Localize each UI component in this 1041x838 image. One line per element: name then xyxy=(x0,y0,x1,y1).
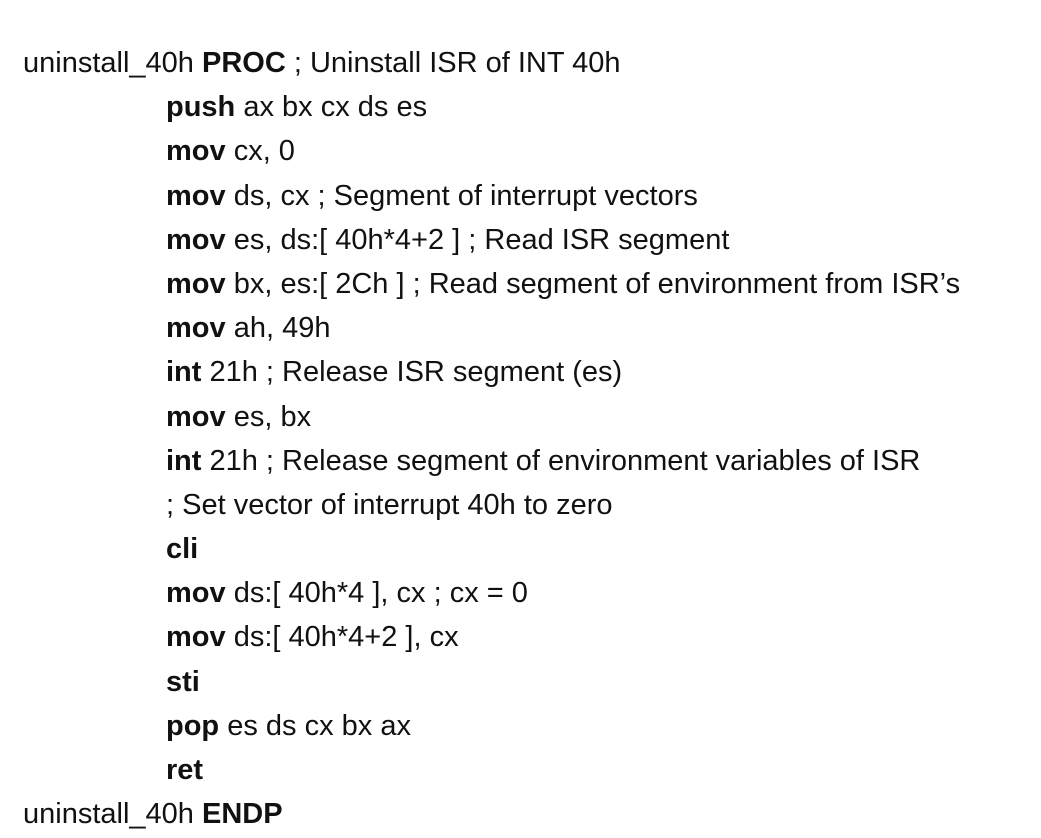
code-text: cx, 0 xyxy=(225,135,295,168)
code-listing: uninstall_40h PROC ; Uninstall ISR of IN… xyxy=(23,41,960,836)
code-text: ; Uninstall ISR of INT 40h xyxy=(285,47,621,79)
code-line: mov ds:[ 40h*4+2 ], cx xyxy=(23,615,960,659)
code-line: cli xyxy=(23,527,960,571)
code-text: 21h ; Release ISR segment (es) xyxy=(201,356,623,389)
code-keyword: ENDP xyxy=(201,798,283,831)
code-text: ax bx cx ds es xyxy=(235,91,428,124)
code-text: bx, es:[ 2Ch ] ; Read segment of environ… xyxy=(225,267,961,300)
code-keyword: mov xyxy=(166,312,226,345)
code-keyword: ret xyxy=(166,754,204,786)
code-keyword: PROC xyxy=(201,47,286,79)
code-line: push ax bx cx ds es xyxy=(23,85,960,129)
code-label: uninstall_40h xyxy=(23,798,202,831)
code-text: es ds cx bx ax xyxy=(219,709,411,742)
code-keyword: mov xyxy=(166,179,226,212)
code-line: mov ds:[ 40h*4 ], cx ; cx = 0 xyxy=(23,571,960,615)
code-keyword: mov xyxy=(166,135,226,168)
code-keyword: mov xyxy=(166,621,226,654)
code-keyword: mov xyxy=(166,577,226,610)
code-line: ; Set vector of interrupt 40h to zero xyxy=(23,483,960,527)
code-line: sti xyxy=(23,660,960,704)
code-keyword: mov xyxy=(166,223,226,256)
code-keyword: mov xyxy=(166,400,226,433)
code-keyword: int xyxy=(166,444,202,477)
code-text: ; Set vector of interrupt 40h to zero xyxy=(166,488,613,521)
code-keyword: pop xyxy=(166,709,220,742)
code-line: mov ah, 49h xyxy=(23,306,960,350)
code-line: int 21h ; Release segment of environment… xyxy=(23,439,960,483)
code-line: mov bx, es:[ 2Ch ] ; Read segment of env… xyxy=(23,262,960,306)
code-line: ret xyxy=(23,748,960,792)
code-keyword: cli xyxy=(166,533,199,566)
code-line: mov es, bx xyxy=(23,395,960,439)
code-line: mov es, ds:[ 40h*4+2 ] ; Read ISR segmen… xyxy=(23,218,960,262)
code-line: pop es ds cx bx ax xyxy=(23,704,960,748)
code-text: 21h ; Release segment of environment var… xyxy=(201,444,921,477)
code-label: uninstall_40h xyxy=(23,47,202,79)
code-line: uninstall_40h PROC ; Uninstall ISR of IN… xyxy=(23,41,960,85)
code-keyword: sti xyxy=(166,665,200,698)
code-keyword: push xyxy=(166,91,236,124)
code-text: es, bx xyxy=(225,400,312,433)
code-keyword: mov xyxy=(166,267,226,300)
code-line: uninstall_40h ENDP xyxy=(23,792,960,836)
code-text: ds, cx ; Segment of interrupt vectors xyxy=(225,179,698,212)
code-text: ds:[ 40h*4+2 ], cx xyxy=(225,621,459,654)
code-text: ah, 49h xyxy=(225,312,331,345)
code-line: mov ds, cx ; Segment of interrupt vector… xyxy=(23,174,960,218)
code-keyword: int xyxy=(166,356,202,389)
code-text: ds:[ 40h*4 ], cx ; cx = 0 xyxy=(225,577,528,610)
code-line: int 21h ; Release ISR segment (es) xyxy=(23,350,960,394)
code-line: mov cx, 0 xyxy=(23,129,960,173)
code-text: es, ds:[ 40h*4+2 ] ; Read ISR segment xyxy=(225,223,730,256)
